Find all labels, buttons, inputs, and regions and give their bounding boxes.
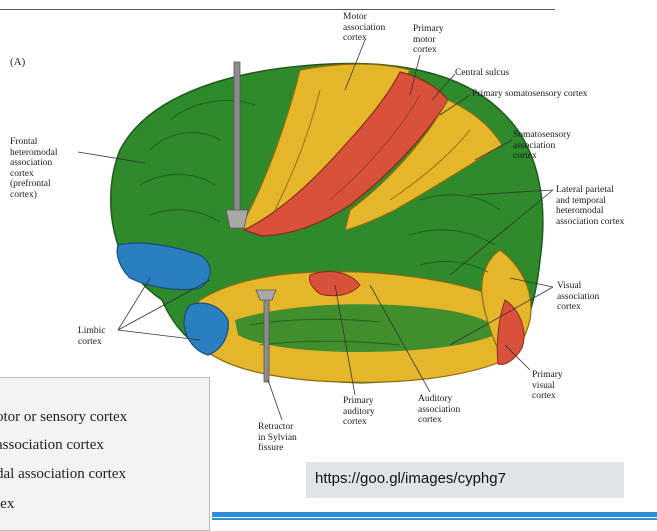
- label-primary-motor-cortex: Primary motor cortex: [413, 24, 444, 56]
- label-limbic-cortex: Limbic cortex: [78, 326, 105, 347]
- retractor-upper-tip: [226, 210, 248, 228]
- label-motor-association-cortex: Motor association cortex: [343, 12, 385, 44]
- legend-row-primary: otor or sensory cortex: [0, 409, 127, 426]
- legend-row-heteromodal: dal association cortex: [0, 466, 126, 483]
- retractor-lower-tip: [256, 290, 276, 300]
- accent-bar-thin: [212, 518, 657, 520]
- label-auditory-association-cortex: Auditory association cortex: [418, 394, 460, 426]
- color-legend: otor or sensory cortex association corte…: [0, 377, 210, 531]
- label-somatosensory-association-cortex: Somatosensory association cortex: [513, 130, 571, 162]
- source-url-link[interactable]: https://goo.gl/images/cyphg7: [315, 470, 506, 487]
- label-primary-visual-cortex: Primary visual cortex: [532, 370, 563, 402]
- source-url-box: https://goo.gl/images/cyphg7: [306, 462, 624, 498]
- label-frontal-heteromodal-cortex: Frontal heteromodal association cortex (…: [10, 137, 57, 200]
- label-central-sulcus: Central sulcus: [455, 68, 509, 79]
- accent-bar: [212, 512, 657, 517]
- label-primary-somatosensory-cortex: Primary somatosensory cortex: [472, 89, 588, 100]
- panel-label: (A): [10, 56, 25, 68]
- retractor-lower-shaft: [264, 292, 269, 382]
- label-retractor-sylvian-fissure: Retractor in Sylvian fissure: [258, 422, 297, 454]
- label-primary-auditory-cortex: Primary auditory cortex: [343, 396, 375, 428]
- label-lateral-parietal-temporal-cortex: Lateral parietal and temporal heteromoda…: [556, 185, 624, 227]
- label-visual-association-cortex: Visual association cortex: [557, 281, 599, 313]
- legend-row-limbic: tex: [0, 496, 14, 513]
- retractor-upper-shaft: [234, 62, 240, 214]
- legend-row-unimodal: association cortex: [0, 437, 104, 454]
